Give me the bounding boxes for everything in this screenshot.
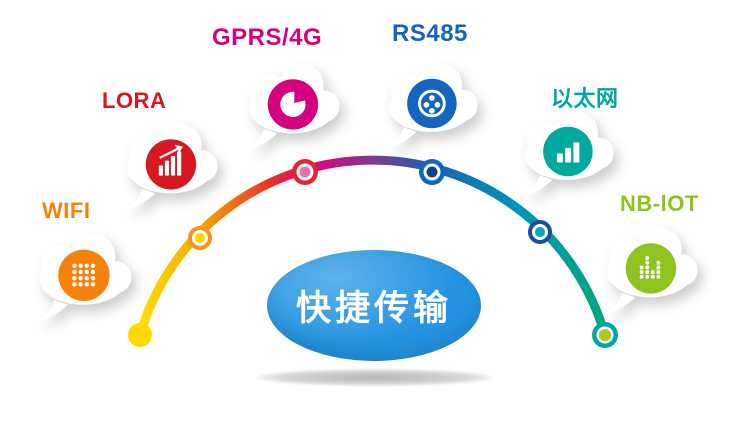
fast-transmission-label: 快捷传输: [295, 289, 452, 328]
ground-shadow: [257, 369, 492, 386]
cloud-ethernet: [512, 102, 622, 198]
label-nbiot: NB-lOT: [620, 191, 699, 216]
arc-node-gprs4g: [292, 159, 318, 185]
cloud-nbiot: [594, 218, 706, 316]
arc-node-lora: [188, 226, 212, 250]
cloud-gprs4g: [236, 54, 348, 152]
label-ethernet: 以太网: [551, 86, 619, 111]
arc-node-rs485: [419, 159, 445, 185]
nbiot-badge: [625, 243, 677, 294]
arc-node-wifi: [128, 323, 152, 347]
cloud-wifi: [26, 224, 140, 324]
label-wifi: WIFI: [42, 198, 91, 223]
bar-chart-icon: [556, 142, 580, 163]
fast-transmission-bubble: 快捷传输: [267, 250, 481, 361]
label-rs485: RS485: [392, 20, 468, 47]
arc-node-ethernet: [528, 220, 552, 244]
pie-chart-icon: [280, 89, 308, 117]
equalizer-dots-icon: [639, 256, 661, 279]
label-lora: LORA: [102, 88, 167, 113]
wifi-dots-icon: [72, 263, 96, 287]
rs485-badge: [407, 78, 457, 129]
label-gprs4g: GPRS/4G: [212, 24, 323, 51]
signal-bars-arrow-icon: [158, 144, 184, 176]
cloud-lora: [114, 114, 226, 212]
connector-ports-icon: [418, 89, 446, 118]
arc-node-nbiot: [592, 322, 618, 348]
cloud-rs485: [376, 54, 486, 150]
wifi-badge: [58, 249, 110, 301]
